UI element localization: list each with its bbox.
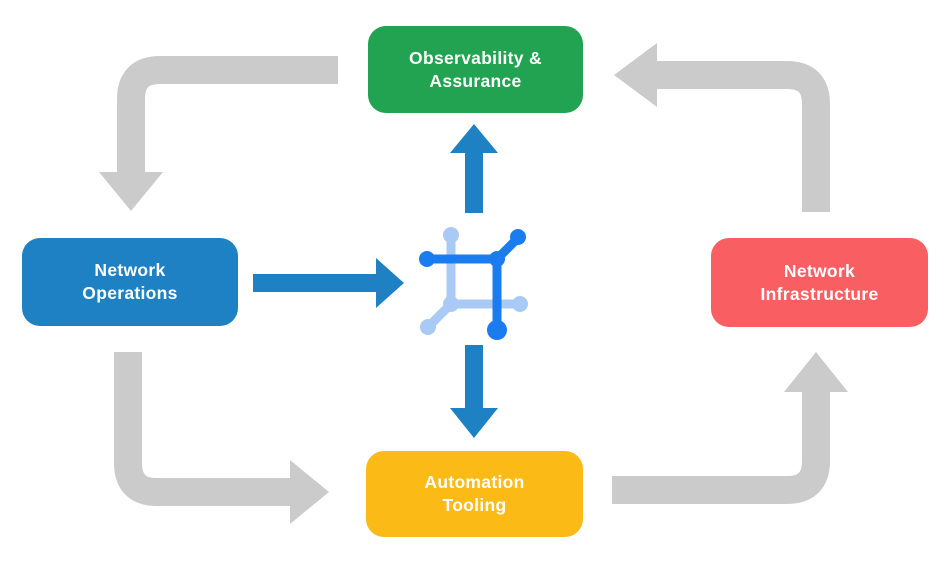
arrow-infrastructure-to-observability bbox=[614, 43, 830, 212]
arrow-observability-to-operations bbox=[99, 56, 338, 211]
node-automation-tooling: Automation Tooling bbox=[366, 451, 583, 537]
arrow-operations-to-automation bbox=[114, 352, 329, 524]
arrow-automation-to-infrastructure bbox=[612, 352, 848, 504]
arrow-hub-to-automation bbox=[450, 345, 498, 438]
node-network-infrastructure: Network Infrastructure bbox=[711, 238, 928, 327]
arrow-hub-to-observability bbox=[450, 124, 498, 213]
network-hub-icon bbox=[419, 227, 528, 340]
node-observability-assurance: Observability & Assurance bbox=[368, 26, 583, 113]
node-network-operations: Network Operations bbox=[22, 238, 238, 326]
arrow-operations-to-hub bbox=[253, 258, 404, 308]
